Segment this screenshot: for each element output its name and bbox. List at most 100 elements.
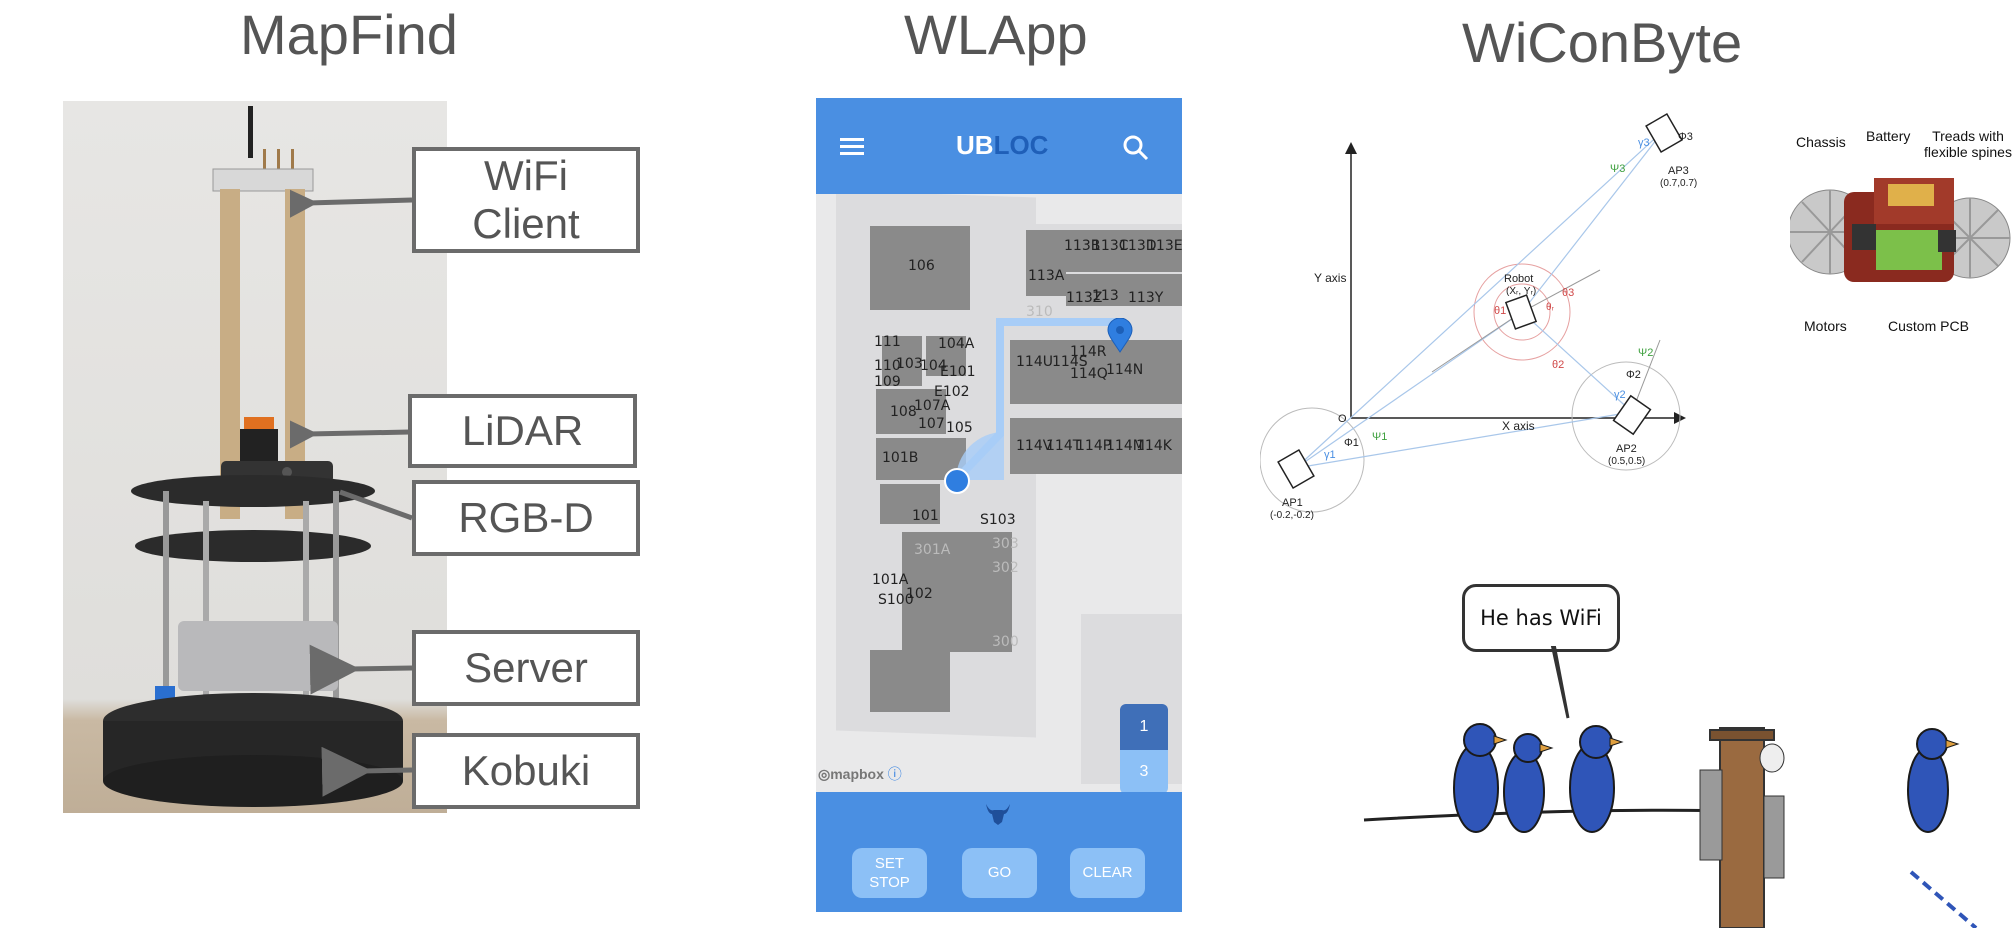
floor-button-3[interactable]: 3 — [1120, 750, 1168, 792]
set-stop-button[interactable]: SET STOP — [852, 848, 927, 898]
hamburger-menu-icon[interactable] — [840, 138, 864, 156]
robot-coords: (Xᵣ, Yᵣ) — [1506, 286, 1536, 297]
ap1-label: AP1 — [1282, 497, 1303, 509]
label-rgbd: RGB-D — [412, 480, 640, 556]
label-treads: Treads with flexible spines — [1924, 128, 2012, 161]
room-label: 101B — [882, 450, 919, 466]
room-label: 105 — [946, 420, 973, 436]
room-label: 114P — [1076, 438, 1112, 454]
search-icon[interactable] — [1122, 134, 1150, 162]
label-chassis: Chassis — [1796, 134, 1846, 150]
phi2-label: Φ2 — [1626, 369, 1641, 381]
room-label: 101A — [872, 572, 909, 588]
room-label: 302 — [992, 560, 1019, 576]
label-motors: Motors — [1804, 318, 1847, 334]
phone-screen: UBLOC 106 113A 113B 113C 113D 113E — [816, 98, 1182, 912]
room-label: 114R — [1070, 344, 1107, 360]
room-label: 114T — [1046, 438, 1082, 454]
room-label: E101 — [940, 364, 976, 380]
room-label: 104A — [938, 336, 975, 352]
room-label: 114Q — [1070, 366, 1108, 382]
room-label: 113B — [1064, 238, 1101, 254]
room-label: 114U — [1016, 354, 1053, 370]
room-label: 303 — [992, 536, 1019, 552]
room-label: 113C — [1092, 238, 1129, 254]
room-label: 113D — [1119, 238, 1157, 254]
room-label: 106 — [908, 258, 935, 274]
localization-diagram: Y axis X axis O Robot (Xᵣ, Yᵣ) AP1 (-0.2… — [1260, 112, 1697, 521]
room-label: 113A — [1028, 268, 1065, 284]
bull-logo-icon — [986, 804, 1010, 825]
label-wifi-client: WiFi Client — [412, 147, 640, 253]
label-kobuki: Kobuki — [412, 733, 640, 809]
psi1-label: Ψ1 — [1372, 431, 1387, 443]
label-lidar: LiDAR — [408, 394, 637, 468]
mapbox-label: mapbox — [830, 766, 884, 782]
wiconbyte-title: WiConByte — [1462, 11, 1743, 74]
room-label: 108 — [890, 404, 917, 420]
robot-photo — [63, 101, 447, 813]
ap3-label: AP3 — [1668, 165, 1689, 177]
psi2-label: Ψ2 — [1638, 347, 1653, 359]
ap1-coords: (-0.2,-0.2) — [1270, 510, 1314, 521]
room-label: 110 — [874, 358, 901, 374]
thetar-label: θᵣ — [1546, 302, 1555, 313]
psi3-label: Ψ3 — [1610, 163, 1625, 175]
floor-button-1[interactable]: 1 — [1120, 704, 1168, 750]
room-label: S100 — [878, 592, 914, 608]
app-title-loc: LOC — [993, 130, 1049, 160]
origin-label: O — [1338, 413, 1347, 425]
speech-bubble: He has WiFi — [1462, 584, 1620, 652]
app-title: UBLOC — [956, 130, 1048, 161]
current-location-dot — [944, 468, 970, 494]
room-label: S103 — [980, 512, 1016, 528]
mapbox-logo-icon: ◎ — [818, 766, 831, 782]
room-label: 107 — [918, 416, 945, 432]
mapfind-title: MapFind — [240, 3, 458, 66]
room-label: 101 — [912, 508, 939, 524]
theta2-label: θ2 — [1552, 359, 1564, 371]
room-label: 310 — [1026, 304, 1053, 320]
comic-birds-illustration — [1363, 640, 1978, 928]
app-bottom-bar: SET STOP GO CLEAR — [816, 792, 1182, 912]
phi1-label: Φ1 — [1344, 437, 1359, 449]
label-server: Server — [412, 630, 640, 706]
app-header: UBLOC — [816, 98, 1182, 194]
app-title-ub: UB — [956, 130, 994, 160]
room-label: 113Y — [1128, 290, 1164, 306]
go-button[interactable]: GO — [962, 848, 1037, 898]
room-label: 109 — [874, 374, 901, 390]
ap2-label: AP2 — [1616, 443, 1637, 455]
gamma2-label: γ2 — [1614, 389, 1626, 401]
destination-pin-icon[interactable] — [1106, 318, 1134, 354]
phi3-label: Φ3 — [1678, 131, 1693, 143]
y-axis-label: Y axis — [1314, 271, 1346, 285]
floor-map[interactable]: 106 113A 113B 113C 113D 113E 113Z 113 11… — [816, 194, 1182, 792]
room-label: 113E — [1147, 238, 1182, 254]
room-label: 104 — [920, 358, 947, 374]
label-pointers — [290, 180, 413, 797]
room-label: 114S — [1052, 354, 1088, 370]
wlapp-title: WLApp — [904, 3, 1088, 66]
ap2-coords: (0.5,0.5) — [1608, 456, 1645, 467]
theta3-label: θ3 — [1562, 287, 1574, 299]
room-label: E102 — [934, 384, 970, 400]
room-label: 114N — [1106, 362, 1144, 378]
label-battery: Battery — [1866, 128, 1911, 144]
room-label: 301A — [914, 542, 951, 558]
info-icon[interactable]: ⓘ — [887, 766, 902, 782]
gamma3-label: γ3 — [1638, 137, 1650, 149]
room-label: 113Z — [1066, 290, 1103, 306]
room-label: 107A — [914, 398, 951, 414]
robot-hardware-illustration — [1790, 178, 2011, 282]
room-label: 114K — [1136, 438, 1172, 454]
robot-label: Robot — [1504, 273, 1533, 285]
theta1-label: θ1 — [1494, 305, 1506, 317]
room-label: 114V — [1016, 438, 1053, 454]
label-custom-pcb: Custom PCB — [1888, 318, 1969, 334]
navigation-route — [953, 318, 1122, 483]
clear-button[interactable]: CLEAR — [1070, 848, 1145, 898]
room-label: 114M — [1106, 438, 1145, 454]
room-label: 111 — [874, 334, 901, 350]
room-label: 103 — [896, 356, 923, 372]
